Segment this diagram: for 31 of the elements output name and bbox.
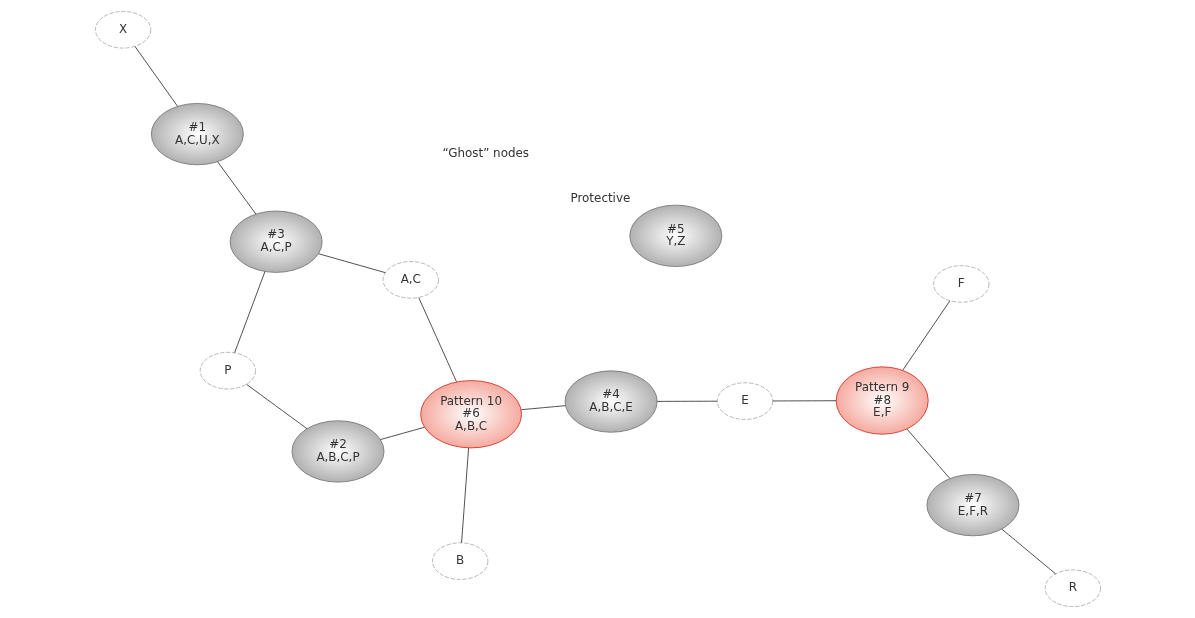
node-ellipse: #1 A,C,U,X — [150, 103, 244, 166]
connector — [901, 300, 950, 371]
node-ellipse: #2 A,B,C,P — [291, 420, 384, 483]
connector — [245, 383, 307, 430]
connector — [379, 426, 425, 440]
node-ellipse: P — [199, 351, 256, 390]
node-ellipse: E — [716, 382, 773, 420]
connector — [417, 297, 457, 383]
connector — [216, 161, 256, 215]
connector — [134, 45, 178, 107]
connector — [1000, 528, 1056, 575]
connector — [460, 447, 469, 544]
connector — [905, 428, 950, 479]
node-ellipse: B — [431, 542, 488, 580]
label: “Ghost” nodes — [441, 146, 529, 161]
node-ellipse: #5 Y,Z — [628, 204, 722, 267]
node-ellipse: #7 E,F,R — [926, 474, 1019, 537]
connector — [233, 271, 265, 354]
connector — [771, 400, 837, 402]
connector — [317, 253, 386, 274]
node-ellipse: Pattern 9 #8 E,F — [835, 366, 929, 435]
node-ellipse: A,C — [382, 261, 439, 299]
node-ellipse: #3 A,C,P — [229, 210, 323, 273]
node-ellipse: F — [932, 265, 989, 303]
node-ellipse: R — [1044, 569, 1101, 607]
node-ellipse: X — [94, 11, 151, 49]
node-ellipse: Pattern 10 #6 A,B,C — [419, 380, 522, 449]
node-label: Protective — [569, 190, 630, 205]
connector — [520, 405, 566, 411]
connector — [656, 400, 718, 402]
node-ellipse: #4 A,B,C,E — [564, 370, 658, 433]
